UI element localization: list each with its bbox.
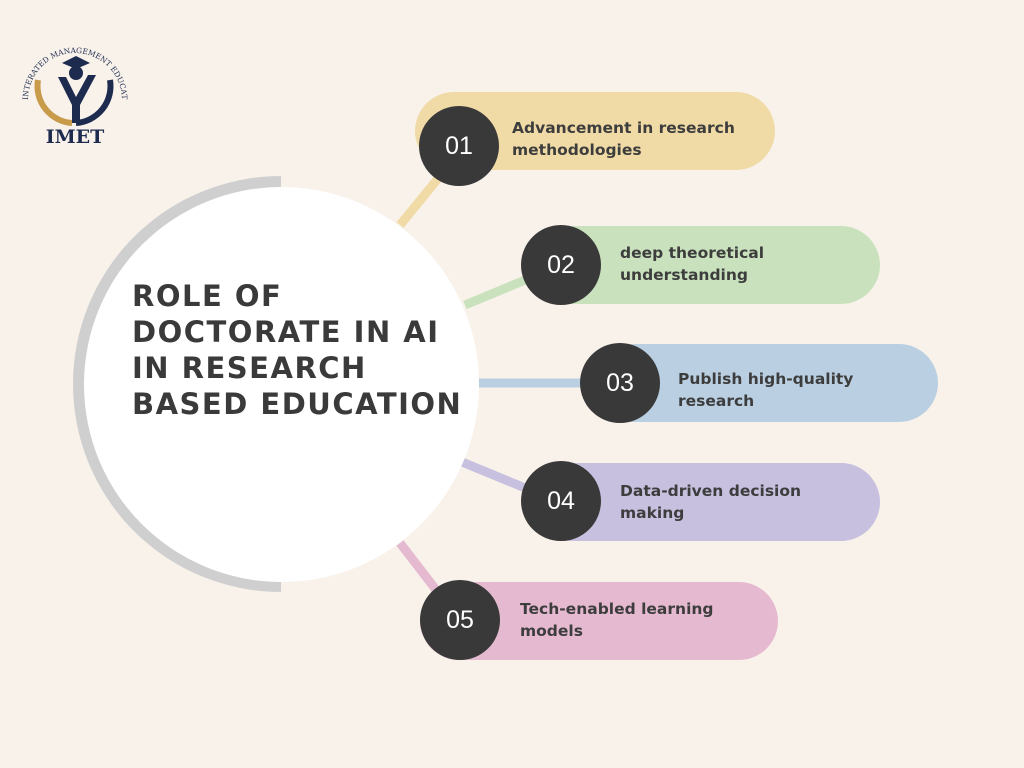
- item-number-04: 04: [521, 461, 601, 541]
- item-text-03: Publish high-quality research: [678, 370, 854, 410]
- item-number-05: 05: [420, 580, 500, 660]
- item-text-05: Tech-enabled learning models: [520, 600, 714, 640]
- logo-name: IMET: [46, 126, 105, 148]
- item-text-02: deep theoretical understanding: [620, 244, 765, 284]
- item-text-04: Data-driven decision making: [620, 482, 802, 522]
- item-number-01: 01: [419, 106, 499, 186]
- item-text-01: Advancement in research methodologies: [512, 119, 735, 159]
- connector-05: [396, 540, 444, 598]
- item-number-02: 02: [521, 225, 601, 305]
- imet-logo: INTERATED MANAGEMENT EDUCATIONAL TECHNOL…: [6, 18, 140, 150]
- connector-04: [460, 457, 532, 495]
- hub-circle: [84, 187, 479, 582]
- page-title: ROLE OF DOCTORATE IN AI IN RESEARCH BASE…: [132, 279, 463, 421]
- item-number-03: 03: [580, 343, 660, 423]
- connector-02: [463, 273, 532, 310]
